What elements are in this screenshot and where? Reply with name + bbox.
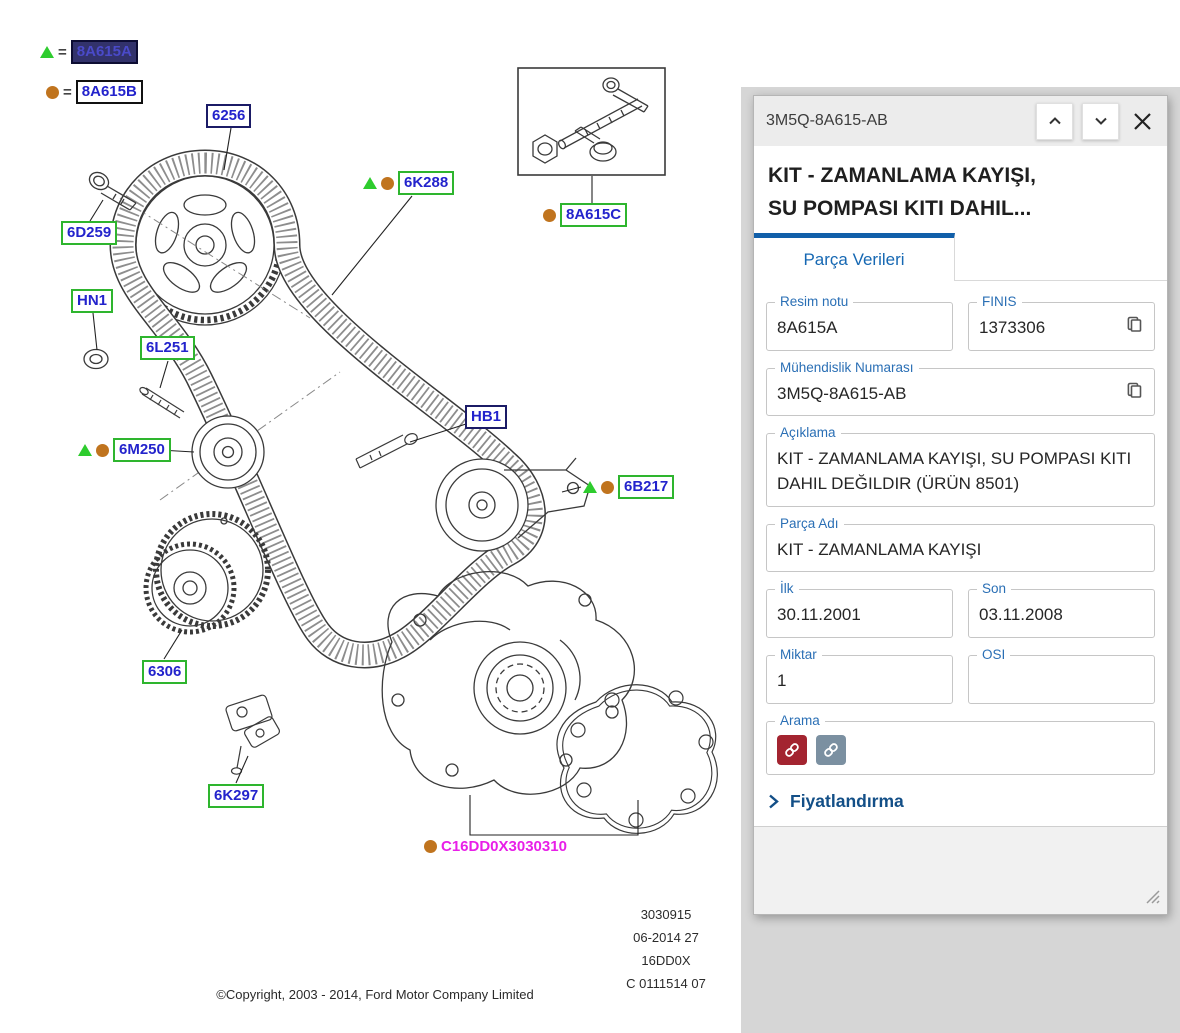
triangle-marker-icon: [583, 481, 597, 493]
tab-row: Parça Verileri: [754, 233, 1167, 282]
legend-item-selected[interactable]: = 8A615A: [40, 40, 138, 64]
sheet-number: 3030915: [640, 907, 692, 922]
circle-marker-icon: [381, 176, 394, 190]
part-label-6k297[interactable]: 6K297: [208, 784, 265, 808]
pricing-section-toggle[interactable]: Fiyatlandırma: [754, 775, 1167, 826]
triangle-marker-icon: [78, 444, 92, 456]
field-label: Mühendislik Numarası: [775, 359, 919, 375]
circle-marker-icon: [424, 840, 437, 853]
equals-sign: =: [63, 83, 72, 101]
field-label: Son: [977, 581, 1012, 597]
tab-label: Parça Verileri: [803, 249, 905, 269]
field-son: Son 03.11.2008: [968, 581, 1155, 638]
field-value: 1373306: [979, 318, 1046, 338]
field-label: Açıklama: [775, 425, 841, 441]
part-label-6306[interactable]: 6306: [142, 660, 188, 684]
panel-header: 3M5Q-8A615-AB: [754, 96, 1167, 146]
link-icon: [785, 742, 799, 757]
close-button[interactable]: [1125, 104, 1159, 138]
legend-code-selected: 8A615A: [70, 40, 138, 64]
field-osi: OSI: [968, 646, 1155, 704]
field-parca-adi: Parça Adı KIT - ZAMANLAMA KAYIŞI: [766, 515, 1155, 573]
sheet-info-block: 3030915 06-2014 27 16DD0X C 0111514 07: [598, 903, 734, 995]
field-label: İlk: [775, 581, 799, 597]
field-label: Resim notu: [775, 294, 854, 310]
part-title: KIT - ZAMANLAMA KAYIŞI, SU POMPASI KITI …: [754, 146, 1167, 233]
chevron-down-icon: [1094, 117, 1107, 125]
field-value: KIT - ZAMANLAMA KAYIŞI: [777, 539, 982, 559]
field-value: 1: [777, 670, 787, 690]
equals-sign: =: [58, 43, 67, 61]
close-icon: [1133, 112, 1151, 130]
field-label: FINIS: [977, 294, 1022, 310]
sheet-date: 06-2014 27: [633, 930, 699, 945]
sheet-code: 16DD0X: [641, 953, 691, 968]
field-value: 30.11.2001: [777, 605, 861, 625]
part-label-6d259[interactable]: 6D259: [61, 221, 118, 245]
circle-marker-icon: [46, 85, 59, 99]
circle-marker-icon: [601, 480, 614, 494]
field-label: Arama: [775, 712, 825, 728]
field-label: Parça Adı: [775, 515, 844, 531]
field-label: Miktar: [775, 646, 822, 662]
part-label-hb1[interactable]: HB1: [465, 405, 508, 429]
copy-finis-button[interactable]: [1123, 313, 1146, 339]
part-label-6l251[interactable]: 6L251: [140, 336, 195, 360]
field-finis: FINIS 1373306: [968, 294, 1155, 351]
part-label-6m250[interactable]: 6M250: [78, 438, 171, 462]
copyright-text: ©Copyright, 2003 - 2014, Ford Motor Comp…: [216, 987, 534, 1002]
copy-engineering-number-button[interactable]: [1123, 379, 1146, 405]
part-details-panel: 3M5Q-8A615-AB KIT - ZAMANLAMA KAYIŞI, SU…: [753, 95, 1168, 915]
window-title: 3M5Q-8A615-AB: [766, 112, 888, 129]
field-arama: Arama: [766, 712, 1155, 775]
panel-footer: [754, 825, 1167, 914]
search-link-red-button[interactable]: [777, 734, 807, 765]
field-value: 3M5Q-8A615-AB: [777, 383, 907, 403]
search-link-slate-button[interactable]: [816, 734, 846, 765]
field-value: [979, 669, 1144, 693]
part-label-8a615c[interactable]: 8A615C: [543, 203, 628, 227]
field-label: OSI: [977, 646, 1011, 662]
sheet-ref: C 0111514 07: [626, 976, 706, 991]
triangle-marker-icon: [40, 46, 54, 58]
link-icon: [824, 742, 838, 757]
field-ilk: İlk 30.11.2001: [766, 581, 953, 638]
legend-code-secondary: 8A615B: [75, 80, 143, 104]
resize-grip-icon: [1146, 890, 1160, 904]
part-label-hn1[interactable]: HN1: [71, 289, 114, 313]
fields-area: Resim notu 8A615A FINIS 1373306 Mühendis…: [754, 281, 1167, 775]
copy-icon: [1127, 382, 1142, 398]
field-value: KIT - ZAMANLAMA KAYIŞI, SU POMPASI KITI …: [777, 449, 1132, 494]
circle-marker-icon: [96, 443, 109, 457]
next-part-button[interactable]: [1082, 102, 1119, 140]
part-title-line1: KIT - ZAMANLAMA KAYIŞI,: [768, 164, 1036, 187]
legend-item-secondary[interactable]: = 8A615B: [46, 80, 143, 104]
field-value: 8A615A: [777, 318, 838, 338]
resize-handle[interactable]: [1143, 887, 1160, 909]
part-title-line2: SU POMPASI KITI DAHIL...: [768, 196, 1032, 220]
field-miktar: Miktar 1: [766, 646, 953, 704]
prev-part-button[interactable]: [1036, 102, 1073, 140]
plate-note-label: C16DD0X3030310: [424, 838, 567, 855]
triangle-marker-icon: [363, 177, 377, 189]
exploded-parts-diagram: [83, 67, 718, 836]
part-label-6k288[interactable]: 6K288: [363, 171, 455, 195]
copy-icon: [1127, 317, 1142, 333]
part-label-6b217[interactable]: 6B217: [583, 475, 675, 499]
part-label-6256[interactable]: 6256: [206, 104, 252, 128]
tab-parca-verileri[interactable]: Parça Verileri: [754, 233, 955, 282]
field-value: 03.11.2008: [979, 605, 1063, 625]
pricing-label: Fiyatlandırma: [790, 790, 904, 811]
chevron-up-icon: [1048, 117, 1061, 125]
field-muhendislik-numarasi: Mühendislik Numarası 3M5Q-8A615-AB: [766, 359, 1155, 417]
field-aciklama: Açıklama KIT - ZAMANLAMA KAYIŞI, SU POMP…: [766, 425, 1155, 507]
circle-marker-icon: [543, 208, 556, 222]
field-resim-notu: Resim notu 8A615A: [766, 294, 953, 351]
chevron-right-icon: [769, 794, 779, 808]
